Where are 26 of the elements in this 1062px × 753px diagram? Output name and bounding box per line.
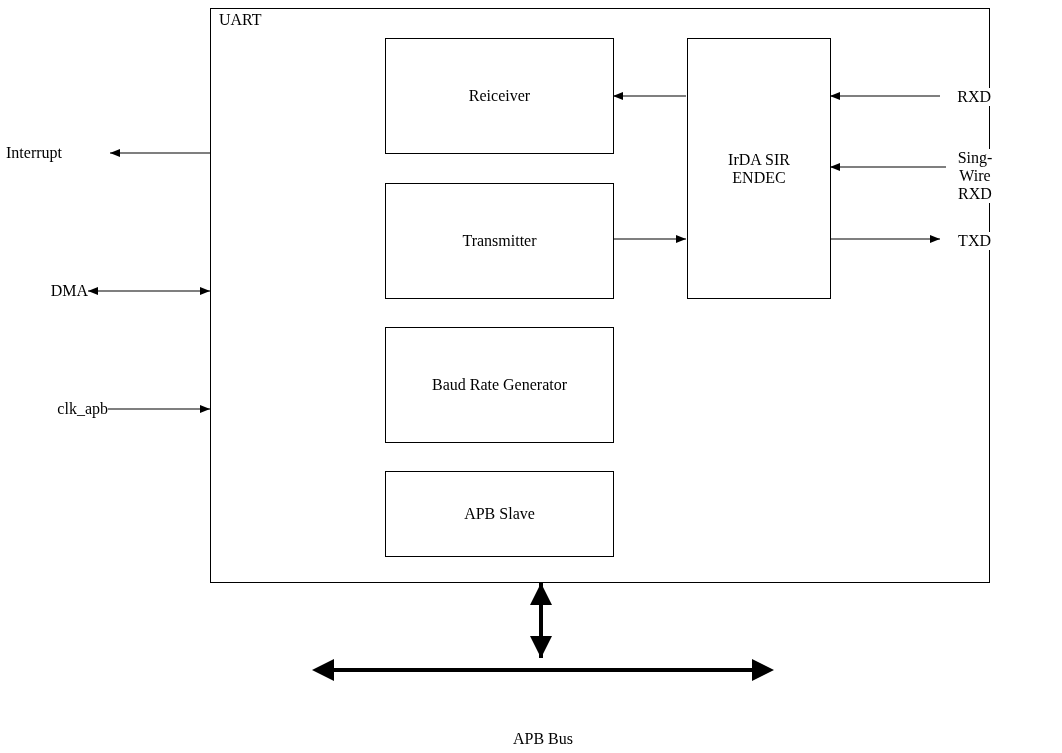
- arrow: [107, 405, 211, 413]
- module-box: [385, 327, 614, 443]
- signal-label: clk_apb: [57, 400, 108, 418]
- arrow: [109, 149, 211, 157]
- module-label: Reiceiver: [467, 87, 532, 105]
- arrow: [87, 287, 211, 295]
- arrow: [829, 235, 941, 243]
- signal-label: Interrupt: [6, 144, 62, 162]
- module-label: Transmitter: [461, 232, 538, 250]
- bus-label: APB Bus: [512, 730, 574, 748]
- module-box: [385, 38, 614, 154]
- arrow: [612, 92, 687, 100]
- arrow: [612, 235, 687, 243]
- signal-label: TXD: [958, 232, 991, 250]
- arrow: [829, 92, 941, 100]
- module-label: Baud Rate Generator: [430, 376, 569, 394]
- block-title: UART: [219, 11, 262, 29]
- signal-label: RXD: [957, 88, 991, 106]
- module-box: [385, 471, 614, 557]
- module-box: [687, 38, 831, 299]
- module-box: [385, 183, 614, 299]
- module-label: IrDA SIR ENDEC: [727, 150, 791, 187]
- module-label: APB Slave: [463, 505, 536, 523]
- uart-block: [210, 8, 990, 583]
- arrow: [530, 583, 552, 658]
- arrow: [829, 163, 947, 171]
